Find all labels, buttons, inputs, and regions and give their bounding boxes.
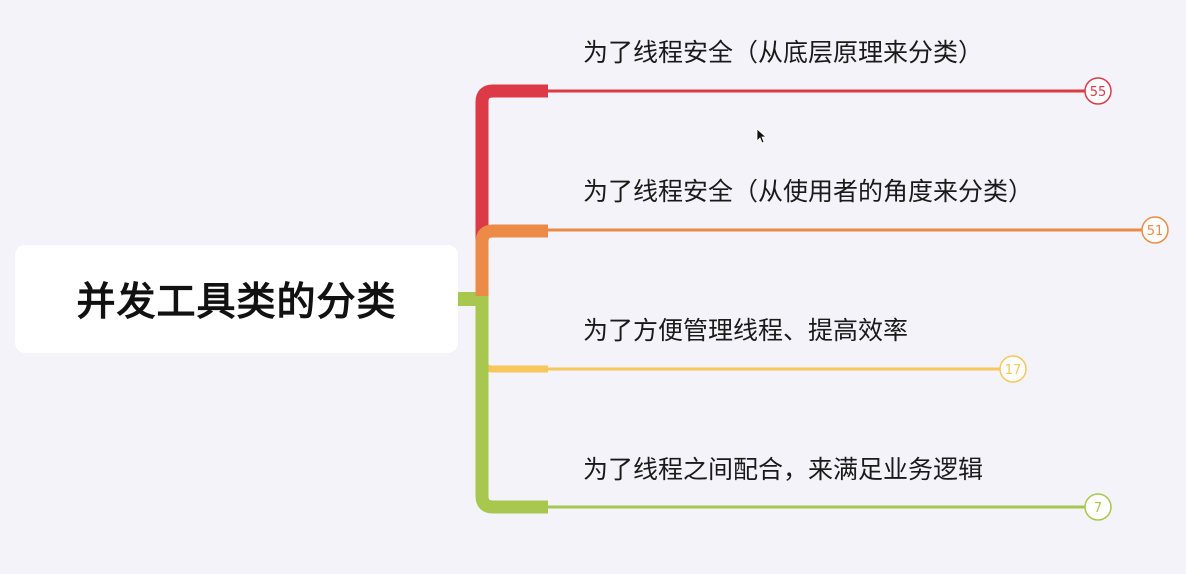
branch-1-label[interactable]: 为了线程安全（从底层原理来分类） <box>583 38 984 67</box>
branch-2-connector <box>475 224 548 300</box>
branch-1-count: 55 <box>1090 85 1107 100</box>
branch-3-label[interactable]: 为了方便管理线程、提高效率 <box>583 316 909 345</box>
branch-2-count-badge[interactable]: 51 <box>1141 216 1169 244</box>
branch-1-count-badge[interactable]: 55 <box>1084 77 1112 105</box>
branch-4-label[interactable]: 为了线程之间配合，来满足业务逻辑 <box>583 455 984 484</box>
branch-4-count-badge[interactable]: 7 <box>1084 493 1112 521</box>
branch-3-connector <box>478 300 548 373</box>
branch-1-connector <box>475 84 548 300</box>
root-label: 并发工具类的分类 <box>76 280 397 325</box>
branch-2-count: 51 <box>1147 224 1164 239</box>
root-node[interactable]: 并发工具类的分类 <box>15 245 458 353</box>
root-connector <box>458 292 480 306</box>
branch-3-count-badge[interactable]: 17 <box>999 355 1027 383</box>
branch-3-count: 17 <box>1005 363 1022 378</box>
branch-2-label[interactable]: 为了线程安全（从使用者的角度来分类） <box>583 177 1034 206</box>
branch-4-connector <box>475 296 548 514</box>
mouse-cursor-icon <box>756 128 766 144</box>
branch-4-count: 7 <box>1094 501 1102 516</box>
